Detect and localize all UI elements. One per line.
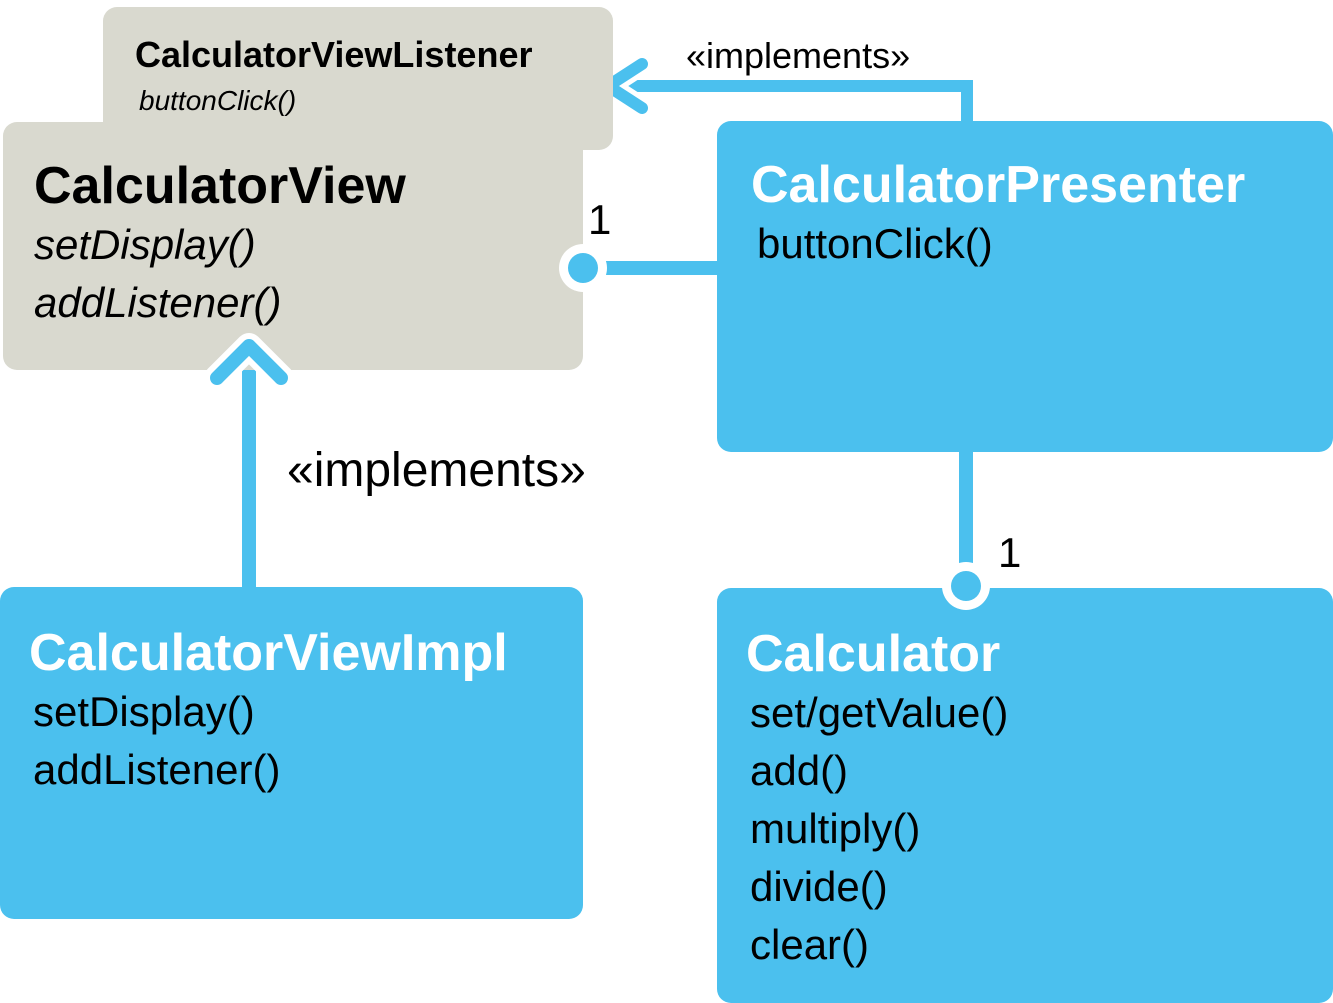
- presenter-calculator-multiplicity: 1: [998, 529, 1022, 576]
- calculator-view-method: setDisplay(): [34, 221, 256, 268]
- calculator-method: set/getValue(): [750, 689, 1009, 736]
- calculator-presenter-class: CalculatorPresenter buttonClick(): [717, 121, 1333, 452]
- calculator-presenter-method: buttonClick(): [757, 220, 993, 267]
- calculator-method: clear(): [750, 921, 870, 968]
- calculator-view-impl-class: CalculatorViewImpl setDisplay() addListe…: [0, 587, 583, 919]
- calculator-view-method: addListener(): [34, 279, 282, 326]
- calculator-method: multiply(): [750, 805, 921, 852]
- calculator-view-title: CalculatorView: [34, 157, 406, 215]
- calculator-view-listener-method: buttonClick(): [139, 85, 297, 116]
- calculator-view-listener-title: CalculatorViewListener: [135, 34, 533, 75]
- calculator-view-interface: CalculatorView setDisplay() addListener(…: [3, 122, 583, 370]
- presenter-view-multiplicity: 1: [588, 196, 612, 243]
- calculator-view-listener-interface: CalculatorViewListener buttonClick(): [103, 7, 613, 150]
- calculator-method: add(): [750, 747, 849, 794]
- calculator-method: divide(): [750, 863, 888, 910]
- implements-listener-label: «implements»: [686, 35, 911, 76]
- implements-view-label: «implements»: [287, 444, 586, 497]
- calculator-presenter-title: CalculatorPresenter: [751, 156, 1246, 214]
- calculator-view-impl-method: addListener(): [33, 746, 281, 793]
- calculator-view-impl-title: CalculatorViewImpl: [29, 624, 508, 682]
- calculator-title: Calculator: [746, 625, 1001, 683]
- calculator-view-impl-method: setDisplay(): [33, 688, 255, 735]
- implements-listener-line: [612, 80, 973, 121]
- calculator-class: Calculator set/getValue() add() multiply…: [717, 588, 1333, 1003]
